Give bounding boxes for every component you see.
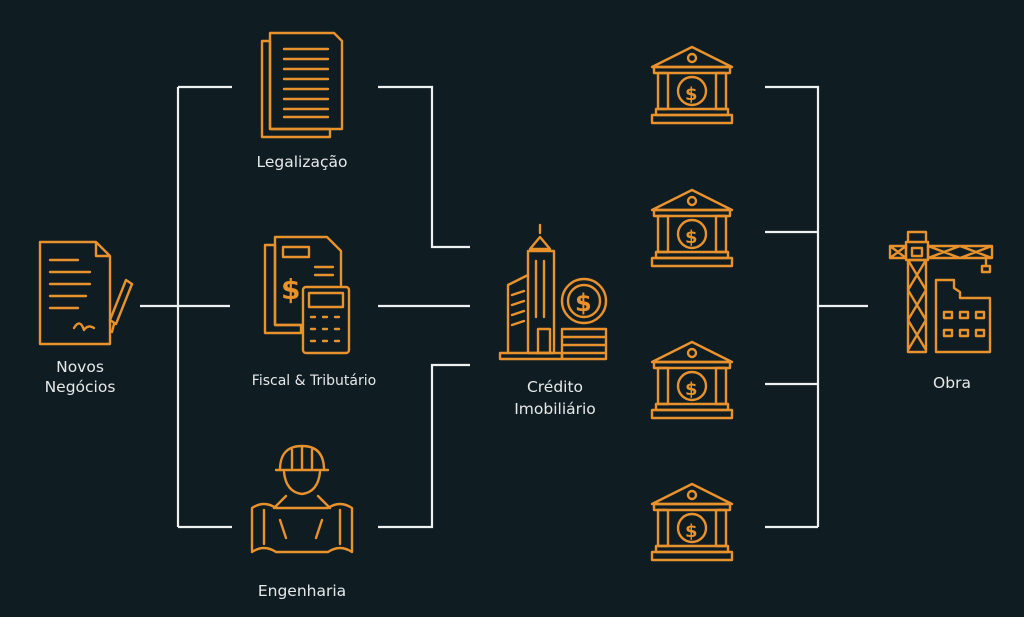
crane-construction-icon [888, 230, 994, 354]
svg-text:$: $ [685, 227, 698, 248]
connector-lines [140, 85, 868, 529]
bank-icon-2: $ [650, 188, 734, 268]
building-coins-icon: $ [498, 223, 608, 361]
engineer-blueprint-icon [250, 444, 354, 554]
signed-contract-icon [38, 240, 134, 346]
node-label-legalizacao: Legalização [256, 153, 348, 171]
svg-text:$: $ [685, 379, 698, 400]
node-label-fiscal: Fiscal & Tributário [251, 373, 377, 389]
document-icon [260, 31, 344, 139]
bank-icon-1: $ [650, 45, 734, 125]
svg-text:$: $ [685, 84, 698, 105]
bank-icon-4: $ [650, 482, 734, 562]
node-label-obra: Obra [933, 374, 971, 392]
svg-text:$: $ [685, 521, 698, 542]
svg-text:$: $ [281, 273, 300, 306]
svg-text:$: $ [575, 289, 592, 317]
bank-icon-3: $ [650, 340, 734, 420]
label-line: Novos [56, 358, 104, 376]
label-line: Imobiliário [514, 400, 596, 418]
tax-calculator-icon: $ [263, 235, 351, 355]
label-line: Negócios [44, 378, 116, 396]
label-line: Crédito [526, 378, 584, 396]
node-label-novos-negocios: Novos Negócios [45, 357, 116, 397]
node-label-credito: Crédito Imobiliário [514, 376, 596, 420]
node-label-engenharia: Engenharia [257, 582, 347, 600]
